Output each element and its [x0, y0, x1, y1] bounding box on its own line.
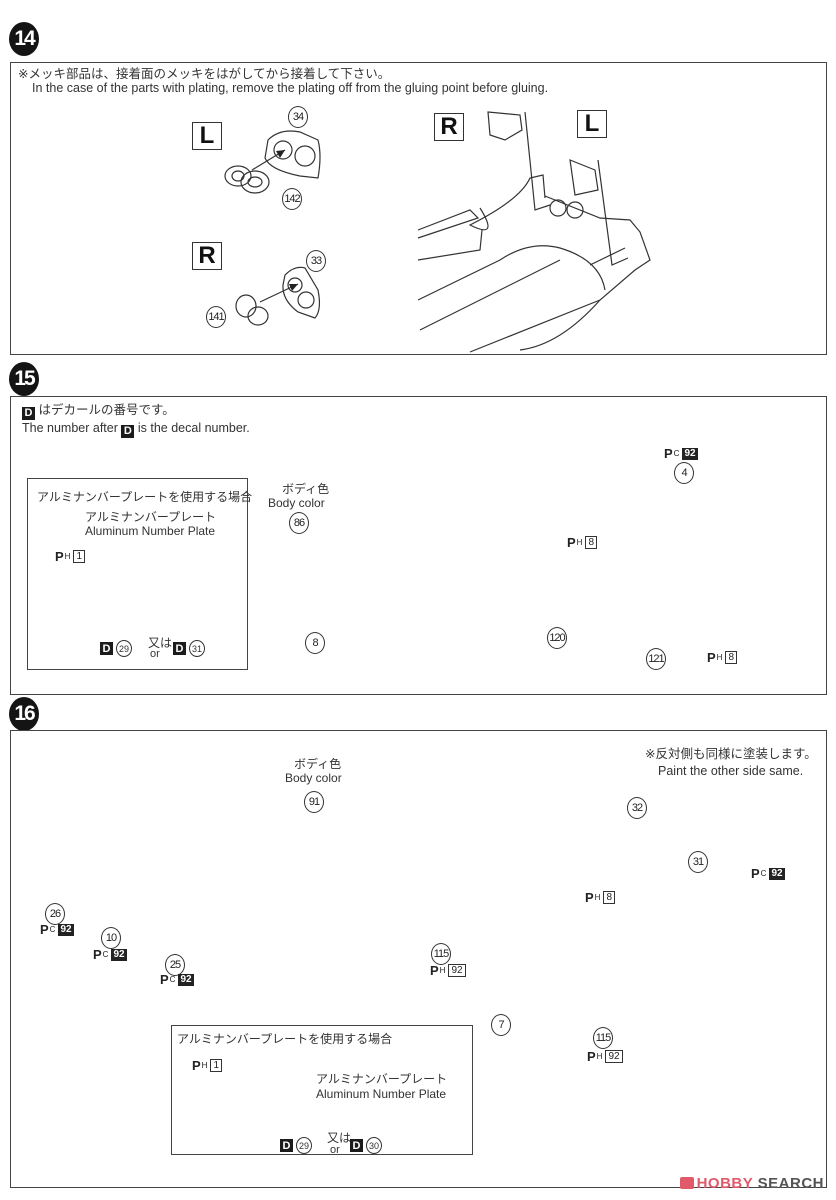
part-number-34: 34 [288, 106, 308, 128]
inset-title: アルミナンバープレートを使用する場合 [177, 1032, 393, 1046]
taillight-lens-r [236, 295, 268, 325]
decal-badge: D [121, 424, 135, 438]
watermark-brand-b: SEARCH [757, 1175, 824, 1192]
step-15-note-en: The number after D is the decal number. [22, 420, 250, 438]
side-label-l: L [192, 122, 222, 150]
car-body-rear-quarter [418, 112, 650, 352]
part-number-86: 86 [289, 512, 309, 534]
part-number-115b: 115 [593, 1027, 613, 1049]
note-jp-text: はデカールの番号です。 [38, 403, 175, 417]
part-number-7: 7 [491, 1014, 511, 1036]
step-number-14: 14 [9, 22, 39, 56]
step-16-note-jp: ※反対側も同様に塗装します。 [645, 747, 817, 761]
note-en-prefix: The number after [22, 421, 118, 435]
part-number-120: 120 [547, 627, 567, 649]
body-color-jp: ボディ色 [282, 482, 330, 496]
body-color-en: Body color [285, 771, 342, 785]
side-label-r-body: R [434, 113, 464, 141]
plate-label-en: Aluminum Number Plate [85, 524, 216, 538]
taillight-housing-l-drawing [570, 160, 598, 195]
step-number-16: 16 [9, 697, 39, 731]
body-color-jp: ボディ色 [294, 757, 342, 771]
part-number-31: 31 [688, 851, 708, 873]
side-label-r: R [192, 242, 222, 270]
part-number-121: 121 [646, 648, 666, 670]
part-number-10: 10 [101, 927, 121, 949]
part-number-141: 141 [206, 306, 226, 328]
note-en-suffix: is the decal number. [137, 421, 250, 435]
plate-label-jp: アルミナンバープレート [85, 510, 217, 524]
or-en: or [330, 1144, 340, 1156]
taillight-housing-l [265, 131, 320, 178]
taillight-housing-r-drawing [488, 112, 522, 140]
part-number-25: 25 [165, 954, 185, 976]
part-number-91: 91 [304, 791, 324, 813]
or-jp: 又は [327, 1131, 352, 1145]
part-number-32: 32 [627, 797, 647, 819]
part-number-33: 33 [306, 250, 326, 272]
hobby-search-logo-icon [679, 1177, 694, 1189]
part-number-115: 115 [431, 943, 451, 965]
plate-label-en: Aluminum Number Plate [316, 1087, 447, 1101]
plate-label-jp: アルミナンバープレート [316, 1072, 448, 1086]
arrow-head [276, 150, 285, 158]
body-color-en: Body color [268, 496, 325, 510]
step-15-note-jp: D はデカールの番号です。 [22, 402, 175, 420]
step-number-15: 15 [9, 362, 39, 396]
aluminum-plate-inset-16 [171, 1025, 473, 1155]
part-number-142: 142 [282, 188, 302, 210]
inset-title: アルミナンバープレートを使用する場合 [37, 490, 253, 504]
part-number-4: 4 [674, 462, 694, 484]
aluminum-plate-inset-15 [27, 478, 248, 670]
taillight-lens-l [225, 166, 269, 193]
or-en: or [150, 648, 160, 660]
step-16-note-en: Paint the other side same. [658, 764, 804, 778]
part-number-26: 26 [45, 903, 65, 925]
part-number-8: 8 [305, 632, 325, 654]
step-14-note-jp: ※メッキ部品は、接着面のメッキをはがしてから接着して下さい。 [18, 67, 391, 81]
hobby-search-watermark: HOBBY SEARCH [679, 1175, 824, 1192]
taillight-housing-r [283, 267, 320, 318]
watermark-brand-a: HOBBY [696, 1175, 753, 1192]
step-14-panel [10, 62, 827, 355]
decal-badge: D [22, 406, 35, 420]
or-jp: 又は [148, 636, 173, 650]
side-label-l-body: L [577, 110, 607, 138]
step-14-note-en: In the case of the parts with plating, r… [32, 81, 549, 95]
